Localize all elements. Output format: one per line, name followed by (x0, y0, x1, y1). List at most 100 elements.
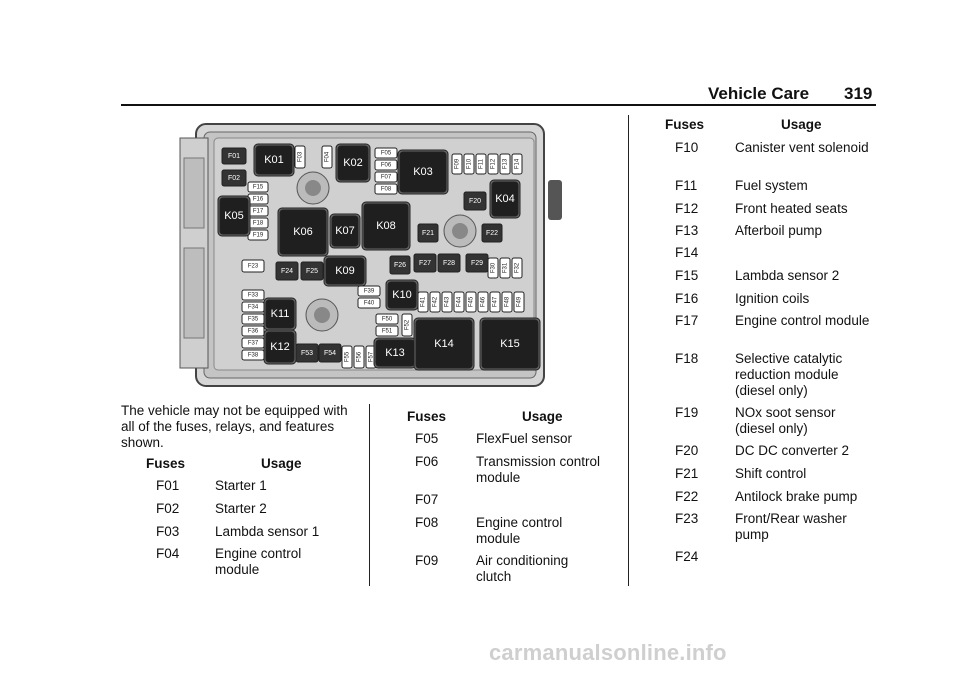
svg-text:F54: F54 (324, 350, 336, 357)
fuse-f29: F29 (465, 253, 489, 273)
fuse-f09: F09 (451, 153, 463, 175)
svg-text:F10: F10 (467, 158, 473, 169)
fuse-id: F03 (156, 524, 180, 539)
svg-text:F17: F17 (253, 209, 264, 215)
svg-text:F41: F41 (421, 296, 427, 307)
fuse-usage: Front/Rear washer pump (735, 511, 847, 542)
fuse-id: F17 (675, 313, 699, 328)
fuse-f27: F27 (413, 253, 437, 273)
svg-text:K03: K03 (413, 166, 433, 178)
svg-text:F30: F30 (491, 262, 497, 273)
fuse-f28: F28 (437, 253, 461, 273)
fuse-id: F05 (415, 431, 439, 446)
svg-text:F20: F20 (469, 198, 481, 205)
fuse-usage: Engine control module (215, 546, 302, 577)
table-header-usage: Usage (522, 409, 563, 424)
fuse-usage: Engine control module (735, 313, 870, 328)
relay-k01: K01 (253, 143, 295, 177)
fuse-id: F08 (415, 515, 439, 530)
relay-k09: K09 (323, 255, 367, 287)
svg-text:F04: F04 (325, 151, 331, 162)
svg-text:K02: K02 (343, 157, 363, 169)
column-divider-1 (369, 404, 370, 586)
svg-text:F08: F08 (381, 187, 392, 193)
fuse-id: F11 (675, 178, 698, 193)
svg-text:F31: F31 (503, 262, 509, 273)
svg-text:F32: F32 (515, 262, 521, 273)
svg-text:K12: K12 (270, 341, 290, 353)
svg-text:F35: F35 (248, 317, 259, 323)
svg-text:F27: F27 (419, 260, 431, 267)
fuse-id: F07 (415, 492, 439, 507)
svg-text:F53: F53 (301, 350, 313, 357)
svg-text:F22: F22 (486, 230, 498, 237)
fuse-f02: F02 (221, 169, 247, 187)
intro-text: The vehicle may not be equipped with all… (121, 403, 348, 450)
fuse-f23: F23 (241, 259, 265, 273)
svg-text:K10: K10 (392, 289, 412, 301)
svg-text:F23: F23 (248, 264, 259, 270)
fuse-usage: DC DC converter 2 (735, 443, 850, 458)
fuse-usage: Antilock brake pump (735, 489, 858, 504)
fuse-id: F18 (675, 351, 699, 366)
fuse-id: F04 (156, 546, 180, 561)
fuse-id: F22 (675, 489, 699, 504)
fuse-id: F06 (415, 454, 439, 469)
fuse-f51: F51 (375, 325, 399, 337)
fuse-id: F10 (675, 140, 699, 155)
fuse-id: F14 (675, 245, 699, 260)
table-header-usage: Usage (781, 117, 822, 132)
svg-text:F34: F34 (248, 305, 259, 311)
table-header-fuses: Fuses (146, 456, 186, 471)
relay-k08: K08 (361, 201, 411, 251)
fuse-f52: F52 (401, 313, 413, 337)
fuse-f40: F40 (357, 297, 381, 309)
fuse-usage: Air conditioning clutch (476, 553, 569, 584)
svg-text:K14: K14 (434, 338, 454, 350)
svg-text:F46: F46 (481, 296, 487, 307)
relay-k11: K11 (263, 297, 297, 331)
svg-text:F13: F13 (503, 158, 509, 169)
svg-text:F49: F49 (517, 296, 523, 307)
fuse-usage: Selective catalytic reduction module (di… (735, 351, 843, 398)
svg-text:K13: K13 (385, 347, 405, 359)
fuse-f03: F03 (294, 145, 306, 169)
relay-k02: K02 (335, 143, 371, 183)
svg-text:F57: F57 (369, 351, 375, 362)
fuse-id: F19 (675, 405, 699, 420)
svg-text:K06: K06 (293, 226, 313, 238)
fuse-f30: F30 (487, 257, 499, 279)
relay-k14: K14 (413, 317, 475, 371)
fuse-f20: F20 (463, 191, 487, 211)
svg-text:F15: F15 (253, 185, 264, 191)
relay-k13: K13 (373, 337, 417, 369)
fuse-f08: F08 (374, 183, 398, 195)
relay-k10: K10 (385, 279, 419, 311)
fuse-id: F15 (675, 268, 699, 283)
fuse-f41: F41 (417, 291, 429, 313)
fuse-f12: F12 (487, 153, 499, 175)
fuse-usage: FlexFuel sensor (476, 431, 573, 446)
svg-text:F45: F45 (469, 296, 475, 307)
fuse-f38: F38 (241, 349, 265, 361)
svg-text:F19: F19 (253, 233, 264, 239)
fuse-f47: F47 (489, 291, 501, 313)
fuse-id: F24 (675, 549, 699, 564)
fuse-usage: Lambda sensor 2 (735, 268, 840, 283)
fuse-f48: F48 (501, 291, 513, 313)
fuse-f39: F39 (357, 285, 381, 297)
svg-text:F44: F44 (457, 296, 463, 307)
fuse-usage: Transmission control module (476, 454, 601, 485)
fuse-f45: F45 (465, 291, 477, 313)
svg-text:F18: F18 (253, 221, 264, 227)
relay-k07: K07 (329, 213, 361, 249)
svg-text:F39: F39 (364, 289, 375, 295)
svg-text:F33: F33 (248, 293, 259, 299)
svg-text:F28: F28 (443, 260, 455, 267)
svg-text:F24: F24 (281, 268, 293, 275)
fuse-usage: Ignition coils (735, 291, 810, 306)
header-title: Vehicle Care (708, 84, 810, 103)
fuse-f19: F19 (247, 229, 269, 241)
